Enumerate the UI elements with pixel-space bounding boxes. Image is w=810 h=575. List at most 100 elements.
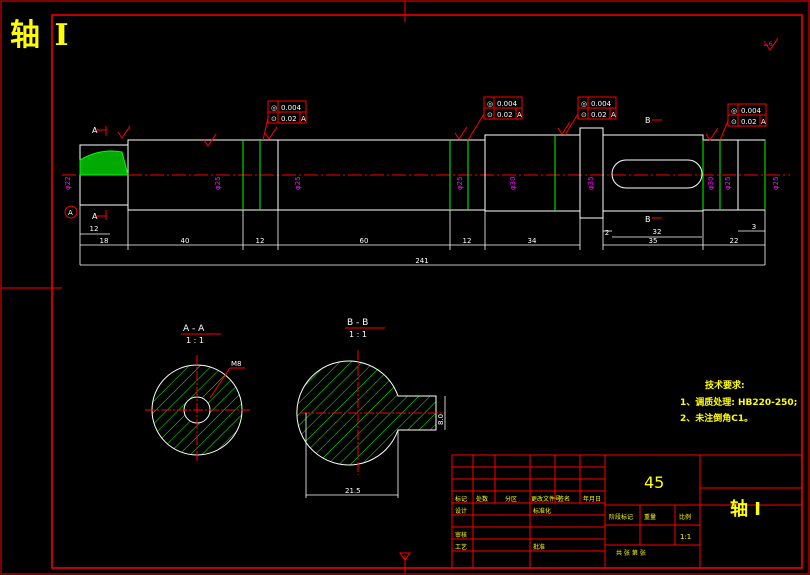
tol-value: 0.02 bbox=[281, 115, 297, 123]
section-mark-a: A bbox=[92, 212, 98, 221]
tolerance-frame: ◎ ⊙ 0.004 0.02 A bbox=[483, 96, 523, 120]
tb-material: 45 bbox=[644, 473, 664, 492]
section-mark-b: B bbox=[645, 215, 651, 224]
svg-text:⊙: ⊙ bbox=[731, 118, 737, 126]
diam-label: φ35 bbox=[587, 176, 595, 190]
dim-text: 32 bbox=[653, 228, 662, 236]
svg-text:◎: ◎ bbox=[581, 100, 587, 108]
tech-req: 2、未注倒角C1。 bbox=[680, 412, 753, 424]
section-bb-title: B - B bbox=[347, 318, 368, 328]
dim-text: 12 bbox=[463, 237, 472, 245]
dim-text: 22 bbox=[730, 237, 739, 245]
tb-label: 工艺 bbox=[455, 543, 467, 551]
tb-label: 审核 bbox=[455, 531, 467, 539]
centering-marks bbox=[1, 1, 411, 574]
tb-label: 标记 bbox=[455, 495, 467, 503]
thread-section bbox=[79, 150, 129, 176]
dim-text: 18 bbox=[100, 237, 109, 245]
section-aa-scale: 1 : 1 bbox=[186, 336, 204, 345]
tol-value: 0.02 bbox=[591, 111, 607, 119]
dim-text-total: 241 bbox=[415, 257, 428, 265]
drawing-title: 轴 I bbox=[10, 18, 71, 53]
roughness-symbols bbox=[117, 37, 779, 147]
shaft-outline bbox=[79, 127, 766, 219]
tb-label: 设计 bbox=[455, 507, 467, 515]
dim-text: 40 bbox=[181, 237, 190, 245]
datum-circle bbox=[64, 205, 78, 219]
tol-value: 0.02 bbox=[741, 118, 757, 126]
diam-label: φ25 bbox=[772, 176, 780, 190]
tb-label: 阶段标记 bbox=[609, 513, 633, 521]
section-aa: A - A 1 : 1 M8 bbox=[145, 324, 250, 462]
tb-label: 年月日 bbox=[583, 495, 601, 503]
tech-req: 1、调质处理: HB220-250; bbox=[680, 396, 797, 408]
dim-text: 12 bbox=[90, 225, 99, 233]
tolerance-frame: ◎ ⊙ 0.004 0.02 A bbox=[267, 100, 307, 124]
bb-keyway-label: 8.0 bbox=[437, 414, 445, 425]
tolerance-frame: ◎ ⊙ 0.004 0.02 A bbox=[577, 96, 617, 120]
tech-heading: 技术要求: bbox=[705, 379, 745, 391]
tol-value: 0.004 bbox=[591, 100, 612, 108]
section-mark-b: B bbox=[645, 116, 651, 125]
dim-text: 3 bbox=[752, 223, 756, 231]
diam-label: φ30 bbox=[509, 176, 517, 190]
tol-ref: A bbox=[517, 111, 522, 119]
tb-label: 分区 bbox=[505, 495, 517, 503]
tb-scale: 1:1 bbox=[680, 533, 691, 541]
section-bb: B - B 1 : 1 21.5 8.0 bbox=[296, 318, 446, 498]
svg-text:⊙: ⊙ bbox=[487, 111, 493, 119]
section-mark-a: A bbox=[92, 126, 98, 135]
datum-label: A bbox=[68, 209, 73, 217]
tb-label: 重量 bbox=[644, 513, 656, 521]
inner-frame bbox=[51, 14, 803, 569]
diam-label: φ25 bbox=[724, 176, 732, 190]
tech-requirements: 技术要求: 1、调质处理: HB220-250; 2、未注倒角C1。 bbox=[680, 379, 797, 424]
title-block-labels: 标记 处数 分区 更改文件号 签名 年月日 设计 标准化 审核 工艺 批准 阶段… bbox=[455, 495, 691, 557]
svg-text:◎: ◎ bbox=[731, 107, 737, 115]
tolerance-frame: ◎ ⊙ 0.004 0.02 A bbox=[727, 103, 767, 127]
svg-text:◎: ◎ bbox=[271, 104, 277, 112]
tb-label: 比例 bbox=[679, 513, 691, 521]
diam-label: φ30 bbox=[707, 176, 715, 190]
section-markers: A A B B bbox=[92, 116, 651, 224]
dimension-lines bbox=[79, 205, 766, 266]
tb-label: 签名 bbox=[558, 495, 570, 503]
tol-value: 0.004 bbox=[741, 107, 762, 115]
section-aa-title: A - A bbox=[183, 324, 205, 334]
tb-part-name: 轴 I bbox=[730, 498, 761, 520]
tol-ref: A bbox=[761, 118, 766, 126]
tol-value: 0.004 bbox=[497, 100, 518, 108]
thread-label: M8 bbox=[231, 360, 242, 368]
dim-text: 2 bbox=[605, 229, 609, 237]
tol-value: 0.004 bbox=[281, 104, 302, 112]
svg-text:⊙: ⊙ bbox=[271, 115, 277, 123]
dimension-texts: 12 18 40 12 60 12 34 2 32 35 22 3 241 bbox=[90, 223, 757, 265]
svg-text:◎: ◎ bbox=[487, 100, 493, 108]
tol-value: 0.02 bbox=[497, 111, 513, 119]
diam-label: φ25 bbox=[456, 176, 464, 190]
tb-label: 处数 bbox=[476, 495, 488, 503]
tol-ref: A bbox=[611, 111, 616, 119]
roughness-label: 1.6 bbox=[763, 41, 773, 48]
tb-label: 标准化 bbox=[533, 507, 551, 515]
dim-text: 34 bbox=[528, 237, 537, 245]
diam-label: φ25 bbox=[214, 176, 222, 190]
tb-label: 批准 bbox=[533, 543, 545, 551]
tb-label: 更改文件号 bbox=[531, 495, 561, 503]
bb-width-label: 21.5 bbox=[345, 487, 361, 495]
svg-text:⊙: ⊙ bbox=[581, 111, 587, 119]
tolerance-frames: ◎ ⊙ 0.004 0.02 A ◎ ⊙ 0.004 0.02 A ◎ ⊙ 0.… bbox=[262, 96, 767, 141]
tb-bottom: 共 张 第 张 bbox=[616, 549, 646, 557]
section-bb-scale: 1 : 1 bbox=[349, 330, 367, 339]
diam-label: φ25 bbox=[294, 176, 302, 190]
tol-ref: A bbox=[301, 115, 306, 123]
title-block bbox=[451, 454, 803, 569]
dim-text: 35 bbox=[649, 237, 658, 245]
dim-text: 60 bbox=[360, 237, 369, 245]
green-dividers bbox=[242, 135, 766, 211]
diam-label: φ22 bbox=[64, 176, 72, 190]
cut-lines bbox=[96, 119, 662, 220]
dim-text: 12 bbox=[256, 237, 265, 245]
